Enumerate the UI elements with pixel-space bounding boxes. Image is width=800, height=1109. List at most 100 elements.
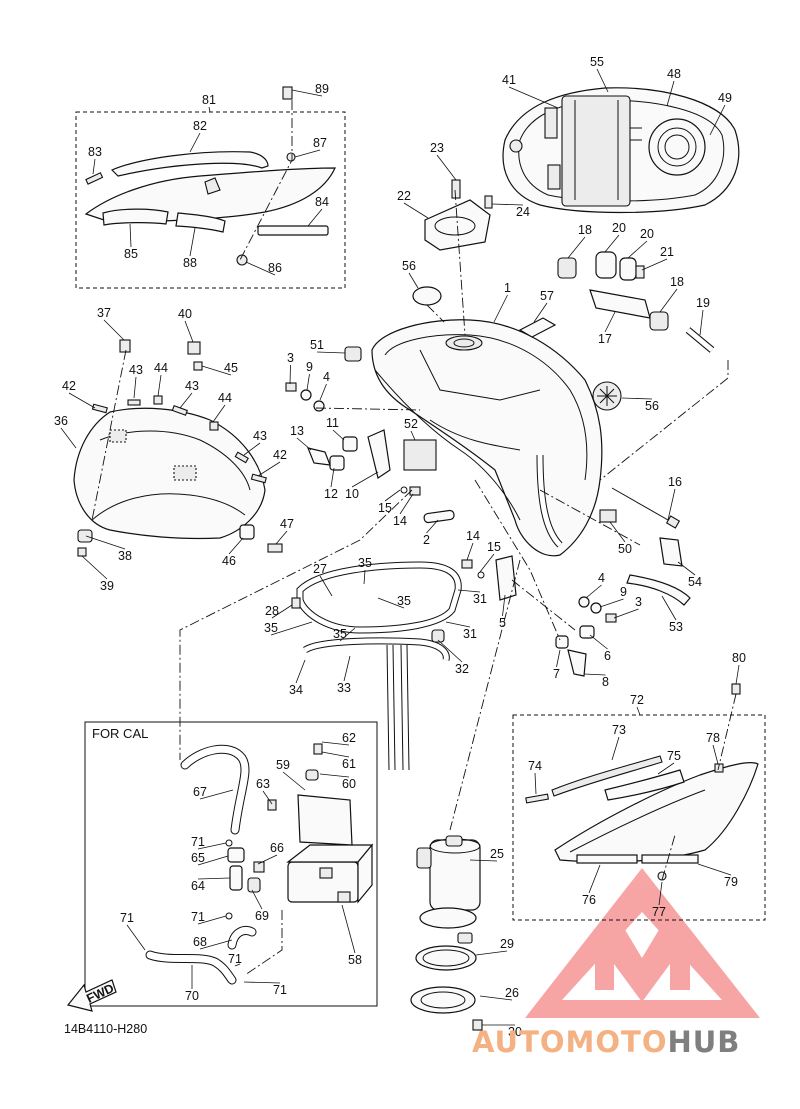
callout-c73: 73: [612, 723, 626, 737]
leader-c71c: [126, 924, 146, 951]
leader-c41: [508, 86, 559, 109]
leader-c56b: [621, 397, 653, 400]
callout-c56b: 56: [645, 399, 659, 413]
watermark-logo: [525, 868, 760, 1018]
callout-c48: 48: [667, 67, 681, 81]
callout-c35c: 35: [264, 621, 278, 635]
leader-c31b: [445, 621, 471, 628]
leader-c43c: [243, 442, 261, 456]
leader-c66: [257, 854, 278, 865]
pad-54: [659, 537, 683, 567]
leader-c77: [658, 881, 663, 906]
callout-c60: 60: [342, 777, 356, 791]
callout-c71c: 71: [120, 911, 134, 925]
leader-c55: [596, 68, 609, 93]
callout-c87: 87: [313, 136, 327, 150]
leader-c43b: [179, 392, 193, 409]
leader-c1: [493, 294, 508, 323]
callout-c29: 29: [500, 937, 514, 951]
callout-c37: 37: [97, 306, 111, 320]
callout-c31a: 31: [473, 592, 487, 606]
callout-c15b: 15: [487, 540, 501, 554]
leader-c44b: [212, 404, 226, 423]
callout-c63: 63: [256, 777, 270, 791]
callout-c82: 82: [193, 119, 207, 133]
leader-c7: [556, 649, 561, 668]
pad-50: [599, 509, 617, 523]
leader-c67: [199, 789, 234, 800]
leader-c71e: [243, 981, 281, 984]
leader-c54: [677, 561, 696, 576]
leader-c71a: [197, 842, 227, 850]
leader-c74: [534, 772, 537, 795]
callout-c5: 5: [499, 616, 506, 630]
leader-c82: [189, 132, 201, 153]
callout-c47: 47: [280, 517, 294, 531]
leader-c21: [641, 258, 668, 271]
watermark-text-part1: AUTOMOTO: [472, 1025, 667, 1059]
cal-box-label: FOR CAL: [92, 726, 148, 741]
leader-c33: [343, 655, 351, 682]
callout-c2: 2: [423, 533, 430, 547]
leader-c40: [184, 320, 194, 343]
callout-c22: 22: [397, 189, 411, 203]
callout-c71d: 71: [228, 952, 242, 966]
callout-c20a: 20: [612, 221, 626, 235]
callout-c35b: 35: [397, 594, 411, 608]
callout-c14a: 14: [393, 514, 407, 528]
callout-c8: 8: [602, 675, 609, 689]
leader-c44a: [157, 374, 162, 397]
leader-c28: [271, 604, 293, 619]
callout-c24: 24: [516, 205, 530, 219]
leader-c35c: [270, 621, 313, 636]
callout-c41: 41: [502, 73, 516, 87]
leader-c26: [479, 995, 513, 1001]
callout-c25: 25: [490, 847, 504, 861]
leader-c13: [296, 437, 312, 451]
pad-53: [626, 574, 691, 606]
callout-c75: 75: [667, 749, 681, 763]
callout-c61: 61: [342, 757, 356, 771]
leader-c6: [589, 634, 608, 650]
callout-c71e: 71: [273, 983, 287, 997]
callout-c13: 13: [290, 424, 304, 438]
leader-c88: [189, 227, 196, 257]
leader-c63: [262, 790, 273, 805]
leader-c2: [426, 519, 439, 534]
leader-c50: [609, 521, 626, 543]
leader-c60: [319, 773, 350, 778]
leader-c18b: [659, 288, 678, 313]
callout-c1: 1: [504, 281, 511, 295]
pump-bracket: [424, 179, 493, 251]
leader-c78: [712, 744, 719, 765]
leader-c62: [321, 741, 350, 746]
callout-c86: 86: [268, 261, 282, 275]
callout-c27: 27: [313, 562, 327, 576]
leader-c58: [341, 904, 356, 954]
leader-c75: [657, 762, 675, 775]
leader-c18a: [567, 236, 586, 259]
leader-c31a: [457, 589, 481, 593]
callout-c76: 76: [582, 893, 596, 907]
callout-c66: 66: [270, 841, 284, 855]
leader-c9b: [599, 598, 624, 608]
tank-cover: [73, 339, 283, 557]
callout-c43a: 43: [129, 363, 143, 377]
leader-c85: [129, 223, 132, 248]
watermark-text-part2: HUB: [667, 1025, 740, 1059]
callout-c56a: 56: [402, 259, 416, 273]
callout-c40: 40: [178, 307, 192, 321]
callout-c33: 33: [337, 681, 351, 695]
leader-c68: [199, 939, 233, 950]
leader-c45: [201, 365, 232, 376]
callout-c79: 79: [724, 875, 738, 889]
leader-c3a: [289, 364, 291, 385]
leader-c4a: [319, 383, 327, 401]
leader-c15b: [479, 553, 495, 573]
leader-c42a: [68, 392, 96, 409]
callout-c42b: 42: [273, 448, 287, 462]
leader-c36: [60, 427, 77, 449]
callout-c80: 80: [732, 651, 746, 665]
callout-c38: 38: [118, 549, 132, 563]
callout-c35a: 35: [358, 556, 372, 570]
